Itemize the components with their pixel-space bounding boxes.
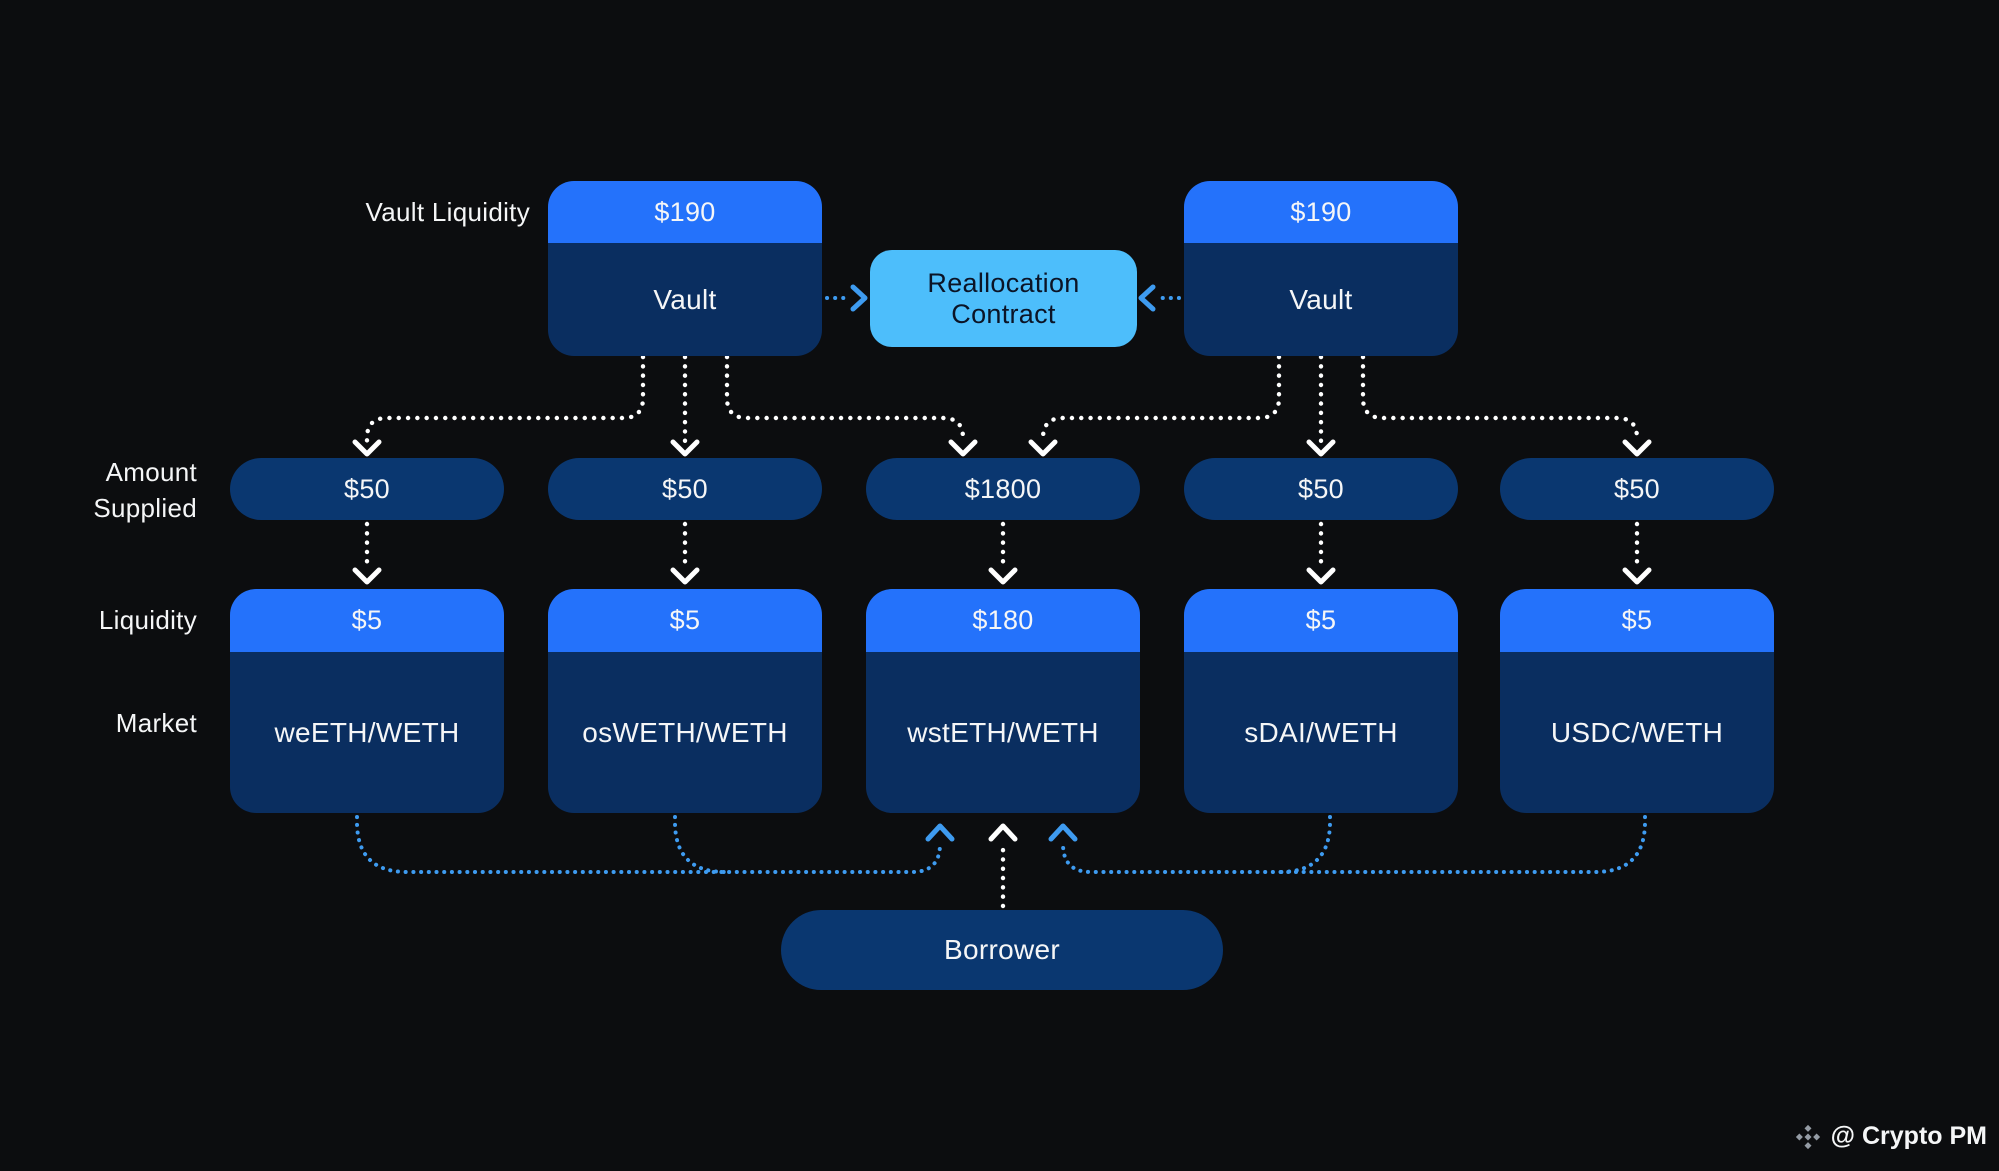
chevron-down-icon bbox=[988, 567, 1018, 585]
watermark-handle: @ Crypto PM bbox=[1830, 1122, 1987, 1150]
amount-supplied-pill: $50 bbox=[230, 458, 504, 520]
chevron-down-icon bbox=[948, 439, 978, 457]
chevron-up-icon bbox=[1048, 823, 1078, 842]
chevron-down-icon bbox=[352, 439, 382, 457]
market-name: weETH/WETH bbox=[230, 652, 504, 813]
chevron-down-icon bbox=[1622, 567, 1652, 585]
right-vault-supply-arrows bbox=[1028, 354, 1652, 457]
vault-liquidity-amount: $190 bbox=[1184, 181, 1458, 243]
amount-supplied-pill: $1800 bbox=[866, 458, 1140, 520]
reallocation-contract-box: Reallocation Contract bbox=[870, 250, 1137, 347]
market-reallocation-curves bbox=[355, 815, 1647, 874]
left-vault-supply-arrows bbox=[352, 354, 978, 457]
vault-liquidity-amount: $190 bbox=[548, 181, 822, 243]
amount-supplied-label-line1: Amount bbox=[105, 457, 197, 487]
vault-name: Vault bbox=[1184, 243, 1458, 356]
chevron-down-icon bbox=[1306, 567, 1336, 585]
chevron-down-icon bbox=[670, 567, 700, 585]
reallocation-contract-line2: Contract bbox=[951, 298, 1056, 329]
borrower-to-market-arrow bbox=[988, 823, 1018, 909]
amount-supplied-pill: $50 bbox=[548, 458, 822, 520]
market-name: wstETH/WETH bbox=[866, 652, 1140, 813]
amount-supplied-pill: $50 bbox=[1500, 458, 1774, 520]
market-box-osweth-weth: $5 osWETH/WETH bbox=[548, 589, 822, 813]
market-name: USDC/WETH bbox=[1500, 652, 1774, 813]
amount-supplied-pill: $50 bbox=[1184, 458, 1458, 520]
vault-box-right: $190 Vault bbox=[1184, 181, 1458, 356]
chevron-up-icon bbox=[925, 823, 955, 842]
vault-to-reallocation-arrow-right bbox=[1138, 284, 1181, 312]
chevron-right-icon bbox=[850, 284, 868, 312]
liquidity-label: Liquidity bbox=[98, 605, 197, 635]
chevron-down-icon bbox=[1028, 439, 1058, 457]
market-box-sdai-weth: $5 sDAI/WETH bbox=[1184, 589, 1458, 813]
market-liquidity-amount: $5 bbox=[1500, 589, 1774, 652]
watermark: @ Crypto PM bbox=[1794, 1122, 1987, 1151]
vault-liquidity-label: Vault Liquidity bbox=[365, 197, 530, 227]
chevron-down-icon bbox=[670, 439, 700, 457]
market-liquidity-amount: $5 bbox=[548, 589, 822, 652]
market-name: osWETH/WETH bbox=[548, 652, 822, 813]
market-liquidity-amount: $5 bbox=[1184, 589, 1458, 652]
chevron-down-icon bbox=[1306, 439, 1336, 457]
amount-supplied-label-line2: Supplied bbox=[93, 493, 197, 523]
chevron-down-icon bbox=[1622, 439, 1652, 457]
market-box-wsteth-weth: $180 wstETH/WETH bbox=[866, 589, 1140, 813]
market-liquidity-amount: $180 bbox=[866, 589, 1140, 652]
vault-to-reallocation-arrow-left bbox=[825, 284, 868, 312]
chevron-down-icon bbox=[352, 567, 382, 585]
market-label: Market bbox=[115, 708, 197, 738]
reallocation-contract-line1: Reallocation bbox=[927, 267, 1080, 298]
chevron-left-icon bbox=[1138, 284, 1156, 312]
market-liquidity-amount: $5 bbox=[230, 589, 504, 652]
market-box-weeth-weth: $5 weETH/WETH bbox=[230, 589, 504, 813]
market-name: sDAI/WETH bbox=[1184, 652, 1458, 813]
vault-box-left: $190 Vault bbox=[548, 181, 822, 356]
market-box-usdc-weth: $5 USDC/WETH bbox=[1500, 589, 1774, 813]
binance-diamond-logo-icon bbox=[1795, 1124, 1820, 1149]
vault-name: Vault bbox=[548, 243, 822, 356]
pill-to-market-arrows bbox=[352, 521, 1652, 585]
borrower-box: Borrower bbox=[781, 910, 1223, 990]
amount-supplied-label: Amount Supplied bbox=[0, 454, 197, 526]
chevron-up-icon bbox=[988, 823, 1018, 842]
